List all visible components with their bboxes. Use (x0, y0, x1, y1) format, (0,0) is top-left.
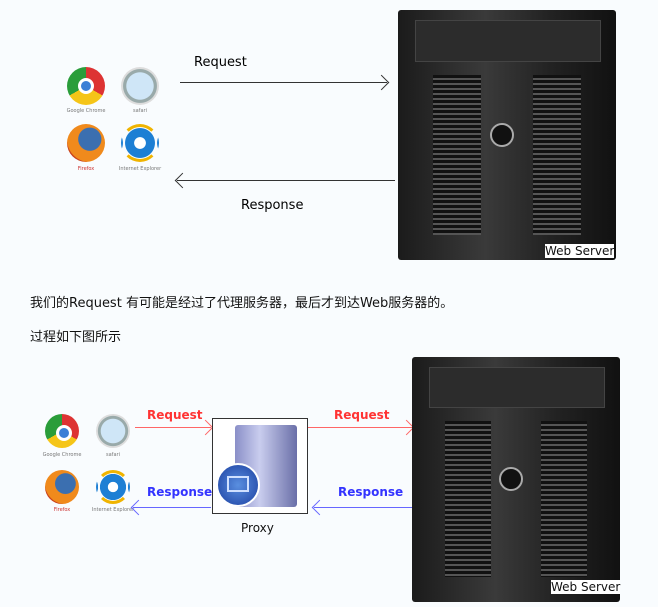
browser-caption: Google Chrome (42, 452, 82, 458)
ie-icon (96, 470, 130, 504)
firefox-icon (45, 470, 79, 504)
proxy-server-image (212, 418, 308, 514)
request-arrow (180, 82, 387, 83)
browser-caption: Internet Explorer (118, 166, 162, 172)
browser-caption: Firefox (77, 166, 95, 172)
response-arrow (133, 507, 211, 508)
browser-caption: Internet Explorer (91, 507, 135, 513)
response-label: Response (338, 485, 404, 499)
browser-caption: Google Chrome (66, 108, 106, 114)
request-label: Request (147, 408, 203, 422)
safari-icon (96, 414, 130, 448)
web-server-image (412, 357, 620, 602)
paragraph-text: 我们的Request 有可能是经过了代理服务器，最后才到达Web服务器的。 (30, 296, 454, 311)
chrome-icon (67, 67, 105, 105)
web-server-label: Web Server (545, 244, 615, 258)
paragraph-text: 过程如下图所示 (30, 330, 122, 345)
request-arrow (308, 427, 412, 428)
web-server-label: Web Server (551, 580, 621, 594)
dell-logo (499, 467, 524, 492)
response-label: Response (241, 198, 304, 213)
dell-logo (489, 122, 514, 147)
response-arrow (314, 507, 414, 508)
firefox-icon (67, 124, 105, 162)
proxy-label: Proxy (241, 521, 274, 535)
browser-caption: safari (106, 452, 120, 458)
request-label: Request (334, 408, 390, 422)
response-arrow (177, 180, 395, 181)
web-server-image (398, 10, 616, 260)
chrome-icon (45, 414, 79, 448)
safari-icon (121, 67, 159, 105)
response-label: Response (147, 485, 213, 499)
request-label: Request (194, 55, 247, 70)
request-arrow (135, 427, 211, 428)
browser-caption: Firefox (53, 507, 71, 513)
ie-icon (121, 124, 159, 162)
browser-caption: safari (133, 108, 147, 114)
